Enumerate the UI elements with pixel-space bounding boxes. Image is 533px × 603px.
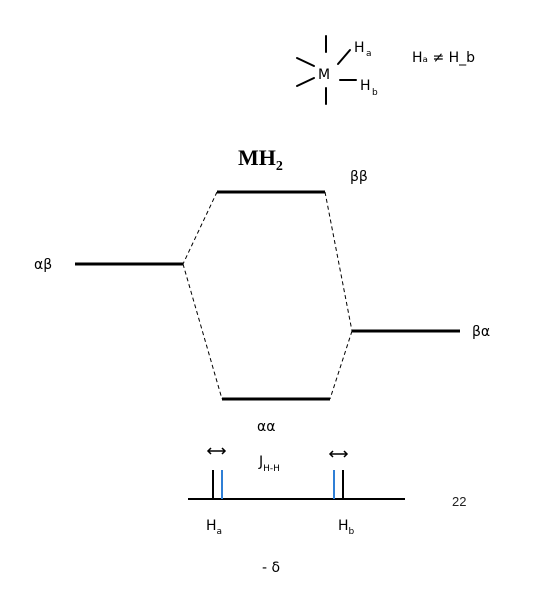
peak-a-subscript: a xyxy=(217,527,223,537)
level-bottom-label: αα xyxy=(257,419,275,435)
metal-label: M xyxy=(318,67,330,83)
peak-b-group xyxy=(328,450,349,499)
molecule-sketch xyxy=(296,35,357,105)
dash-right-bottom xyxy=(329,330,353,400)
hb-atom-label: H xyxy=(360,78,371,94)
ha-atom-label: H xyxy=(354,40,365,56)
bond-to-ha xyxy=(337,49,351,65)
transition-lines xyxy=(182,191,353,400)
peak-b-letter: H xyxy=(338,518,349,534)
bond-lower-left xyxy=(296,77,315,87)
peak-a-shift-arrow-icon xyxy=(206,447,227,455)
diagram-title-main: MH xyxy=(238,145,276,170)
page-number: 22 xyxy=(452,494,466,509)
dash-top-left xyxy=(182,191,218,265)
level-left-label: αβ xyxy=(34,257,52,273)
energy-levels xyxy=(75,190,460,401)
peak-b-shift-arrow-icon xyxy=(328,450,349,458)
peak-a-letter: H xyxy=(206,518,217,534)
peak-a-label: Ha xyxy=(206,518,222,537)
peak-b-label: Hb xyxy=(338,518,355,537)
dash-top-right xyxy=(324,191,353,332)
peak-a-group xyxy=(206,447,227,499)
inequality-note: Hₐ ≠ H_b xyxy=(412,50,475,66)
hb-atom-subscript: b xyxy=(372,88,378,98)
diagram-title: MH2 xyxy=(238,145,283,174)
bond-upper-left xyxy=(296,57,315,67)
dash-left-bottom xyxy=(182,263,223,400)
coupling-subscript: H-H xyxy=(263,464,280,474)
diagram-title-subscript: 2 xyxy=(276,159,283,174)
level-top-label: ββ xyxy=(350,169,368,185)
peak-b-subscript: b xyxy=(349,527,355,537)
coupling-letter: J xyxy=(258,454,263,470)
spectrum-axis-label: - δ xyxy=(262,560,280,576)
level-right-label: βα xyxy=(472,324,490,340)
ha-atom-subscript: a xyxy=(366,49,372,59)
coupling-label: JH-H xyxy=(258,454,280,474)
